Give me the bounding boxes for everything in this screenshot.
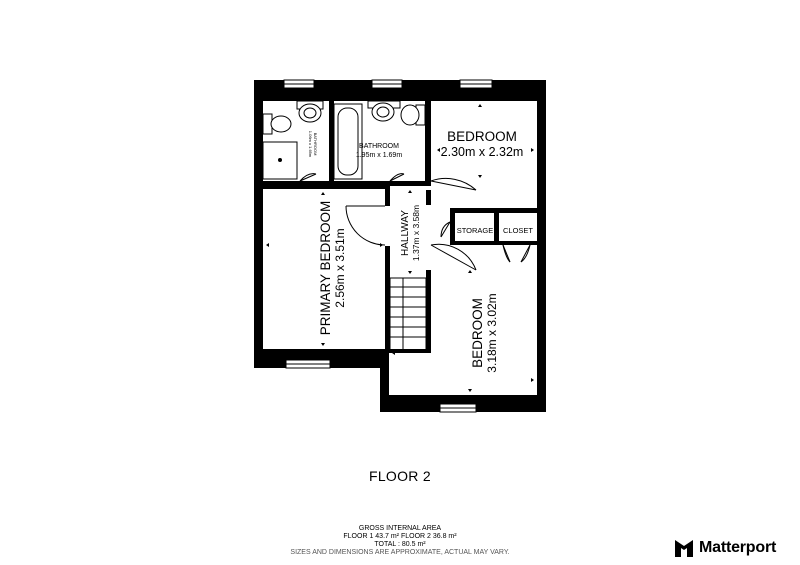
room-storage: STORAGE: [457, 226, 494, 235]
room-dimensions: 2.56m x 3.51m: [333, 228, 347, 307]
room-dimensions: 1.95m x 1.69m: [356, 152, 402, 159]
windows: [283, 79, 493, 413]
window: [459, 79, 493, 89]
window: [439, 403, 477, 413]
door-top-bedroom: [430, 177, 477, 191]
area-disclaimer: SIZES AND DIMENSIONS ARE APPROXIMATE, AC…: [290, 549, 510, 556]
area-total: TOTAL : 80.5 m²: [374, 541, 426, 548]
doors: [299, 173, 531, 271]
brand-logo: Matterport: [674, 537, 776, 559]
window: [285, 359, 331, 369]
room-dimensions: 3.18m x 3.02m: [485, 293, 499, 372]
small-bathroom-fixtures: [262, 100, 324, 180]
room-bathroom-main: BATHROOM 1.95m x 1.69m: [356, 143, 402, 159]
door-closet: [502, 244, 531, 263]
door-bottom-bedroom: [430, 243, 477, 271]
door-storage: [440, 221, 451, 238]
room-dimensions: 2.30m x 2.32m: [441, 145, 524, 159]
room-closet: CLOSET: [503, 226, 533, 235]
window: [283, 79, 315, 89]
window: [371, 79, 403, 89]
room-primary-bedroom: PRIMARY BEDROOM 2.56m x 3.51m: [318, 201, 347, 336]
door-main-bathroom: [389, 173, 405, 182]
room-hallway: HALLWAY 1.37m x 3.58m: [400, 205, 421, 261]
brand-name: Matterport: [699, 539, 777, 556]
room-name: BATHROOM: [313, 133, 318, 156]
area-heading: GROSS INTERNAL AREA: [358, 525, 442, 532]
area-floors: FLOOR 1 43.7 m² FLOOR 2 36.8 m²: [343, 533, 457, 540]
bathtub-basin: [337, 107, 359, 176]
room-name: BEDROOM: [470, 298, 485, 368]
matterport-logo-icon: [675, 540, 693, 557]
toilet-icon: [270, 115, 292, 133]
stairs: [389, 277, 427, 352]
main-bathroom-fixtures: [333, 100, 426, 180]
door-small-bathroom: [299, 173, 317, 182]
room-name: PRIMARY BEDROOM: [318, 201, 333, 336]
toilet-icon: [400, 104, 420, 126]
room-name: HALLWAY: [400, 210, 411, 256]
room-dimensions: 1.06m x 1.69m: [308, 131, 313, 158]
room-bedroom-top: BEDROOM 2.30m x 2.32m: [441, 129, 524, 159]
room-name: BEDROOM: [447, 129, 517, 144]
shower-drain-icon: [278, 158, 282, 162]
room-bathroom-small: BATHROOM 1.06m x 1.69m: [308, 131, 318, 158]
room-dimensions: 1.37m x 3.58m: [411, 205, 421, 261]
dimension-ticks: [266, 104, 534, 392]
door-primary-bedroom: [345, 205, 386, 246]
floor-title: FLOOR 2: [368, 468, 431, 484]
room-bedroom-bottom: BEDROOM 3.18m x 3.02m: [470, 293, 499, 372]
room-name: BATHROOM: [359, 143, 399, 150]
